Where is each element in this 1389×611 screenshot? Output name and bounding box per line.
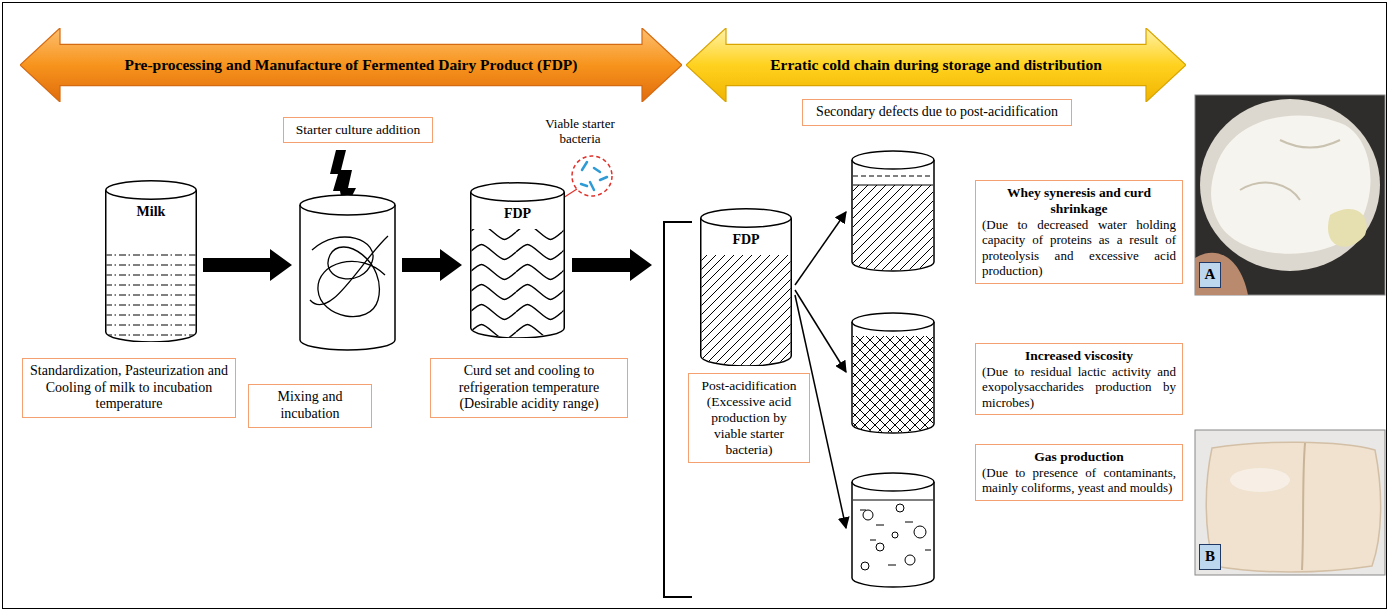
vessel-outline bbox=[471, 192, 565, 338]
defect-box: Whey syneresis and curd shrinkage(Due to… bbox=[975, 180, 1183, 284]
arrow-fill bbox=[20, 28, 682, 102]
viscous-vessel bbox=[852, 313, 934, 433]
vessel-shape bbox=[700, 208, 792, 366]
heading-box: Secondary defects due to post-acidificat… bbox=[802, 99, 1072, 126]
node-heading: Gas production bbox=[982, 449, 1176, 465]
node-heading: Secondary defects due to post-acidificat… bbox=[809, 104, 1065, 121]
node-heading: Standardization, Pasteurization and Cool… bbox=[29, 363, 229, 413]
node-heading: Milk bbox=[137, 204, 166, 221]
vessel-content bbox=[472, 229, 564, 337]
vessel-ground bbox=[106, 190, 197, 342]
vessel-rim bbox=[701, 209, 792, 228]
product-vessel: FDP bbox=[470, 182, 565, 338]
mixing-vessel bbox=[300, 195, 395, 350]
step-box: Post-acidification(Excessive acid produc… bbox=[688, 373, 810, 463]
node-heading: Starter culture addition bbox=[290, 122, 426, 138]
node-heading: Post-acidification bbox=[695, 378, 803, 394]
step-box: Standardization, Pasteurization and Cool… bbox=[22, 358, 236, 418]
node-body: (Due to residual lactic activity and exo… bbox=[982, 364, 1176, 410]
node-heading: FDP bbox=[732, 232, 759, 249]
step-box: Starter culture addition bbox=[283, 117, 433, 143]
product-vessel: FDP bbox=[700, 208, 792, 366]
vessel-shape bbox=[470, 182, 565, 338]
defect-box: Gas production(Due to presence of contam… bbox=[975, 444, 1183, 501]
arrow-fill bbox=[686, 28, 1186, 102]
node-body: (Due to presence of contaminants, mainly… bbox=[982, 465, 1176, 496]
process-arrow bbox=[203, 249, 292, 281]
node-body: (Excessive acid production by viable sta… bbox=[695, 394, 803, 458]
vessel-rim bbox=[106, 181, 197, 200]
node-body: (Due to decreased water holding capacity… bbox=[982, 217, 1176, 278]
node-heading: Mixing and incubation bbox=[255, 389, 365, 422]
vessel-outline bbox=[106, 190, 197, 342]
vessel-ground bbox=[471, 192, 565, 338]
node-heading: Curd set and cooling to refrigeration te… bbox=[437, 363, 621, 413]
vessel-content bbox=[107, 248, 196, 341]
bacteria-callout bbox=[563, 156, 612, 198]
milk-vessel: Milk bbox=[105, 180, 197, 342]
photo-label: A bbox=[1199, 262, 1221, 288]
photo-pouch bbox=[1195, 430, 1385, 575]
photo-label: B bbox=[1199, 544, 1221, 570]
node-heading: FDP bbox=[504, 206, 531, 223]
photo-curd bbox=[1195, 95, 1385, 295]
figure-frame bbox=[3, 3, 1387, 609]
node-heading: A bbox=[1205, 266, 1216, 284]
vessel-outline bbox=[701, 218, 792, 366]
vessel-rim bbox=[471, 183, 565, 202]
node-heading: Increased viscosity bbox=[982, 348, 1176, 364]
vessel-content bbox=[702, 255, 791, 365]
node-heading: Whey syneresis and curd shrinkage bbox=[982, 185, 1176, 217]
step-box: Mixing and incubation bbox=[248, 384, 372, 428]
process-arrow bbox=[402, 249, 462, 281]
defect-arrows bbox=[795, 212, 846, 528]
node-heading: Pre-processing and Manufacture of Fermen… bbox=[124, 56, 577, 74]
header-arrow: Erratic cold chain during storage and di… bbox=[686, 28, 1186, 102]
syneresis-vessel bbox=[852, 151, 934, 271]
header-arrow: Pre-processing and Manufacture of Fermen… bbox=[20, 28, 682, 102]
node-heading: B bbox=[1205, 548, 1215, 566]
defect-box: Increased viscosity(Due to residual lact… bbox=[975, 343, 1183, 415]
step-box: Curd set and cooling to refrigeration te… bbox=[430, 358, 628, 418]
gassy-vessel bbox=[852, 473, 934, 587]
vessel-ground bbox=[701, 218, 792, 366]
node-heading: Erratic cold chain during storage and di… bbox=[770, 56, 1102, 74]
process-arrow bbox=[572, 249, 652, 281]
callout-label: Viable starter bacteria bbox=[536, 116, 624, 147]
